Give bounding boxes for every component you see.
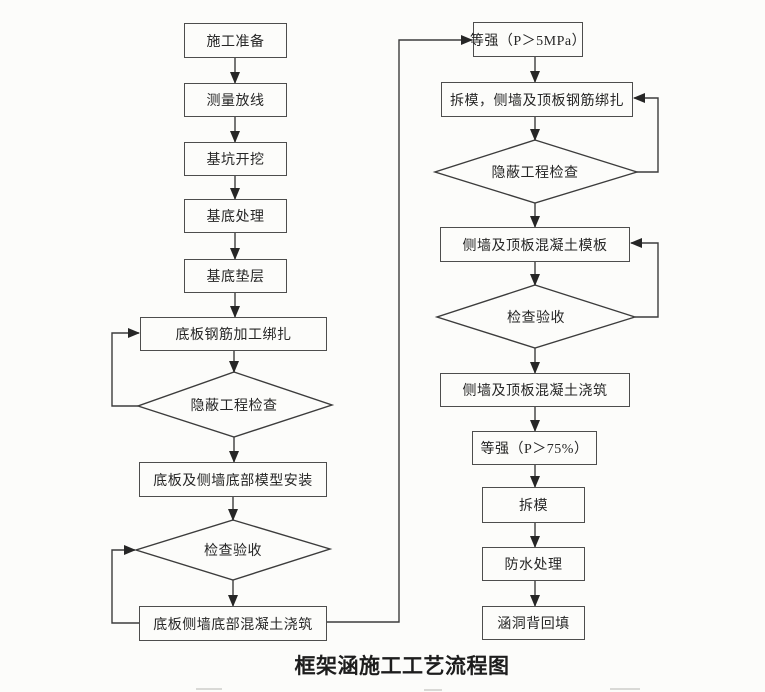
node-foundation-cushion: 基底垫层 [184,259,287,293]
node-wait-strength-75pct: 等强（P＞75%） [472,431,597,465]
node-bottom-concrete-pour: 底板侧墙底部混凝土浇筑 [139,606,327,641]
label-inspection-accept-1: 检查验收 [204,544,262,559]
flow-arrows [111,35,659,624]
label-hidden-work-check-1: 隐蔽工程检查 [190,399,278,414]
node-culvert-back-backfill: 涵洞背回填 [482,606,585,640]
node-survey-layout: 测量放线 [184,83,287,117]
connector-left-to-right-column [327,35,473,623]
scan-artifact [610,688,640,690]
node-pit-excavation: 基坑开挖 [184,142,287,176]
node-construction-prep: 施工准备 [184,23,287,58]
node-waterproofing: 防水处理 [482,547,585,581]
node-demold-wall-roof-rebar: 拆模，侧墙及顶板钢筋绑扎 [441,82,633,117]
node-wall-roof-concrete-pour: 侧墙及顶板混凝土浇筑 [440,373,630,407]
node-demold: 拆模 [482,487,585,523]
loop-hidden-check-2-to-demold-rebar [633,93,659,173]
node-wait-strength-5mpa: 等强（P＞5MPa） [470,22,586,57]
diagram-title: 框架涵施工工艺流程图 [294,654,510,678]
node-bottom-slab-rebar: 底板钢筋加工绑扎 [140,317,327,351]
scan-artifact [196,688,222,690]
loop-concrete-pour-to-inspection-1 [111,545,139,624]
node-foundation-treatment: 基底处理 [184,199,287,233]
loop-inspection-2-to-formwork [630,238,659,318]
loop-hidden-check-1-to-rebar [111,328,140,407]
scan-artifact [424,689,442,691]
node-bottom-formwork-install: 底板及侧墙底部模型安装 [139,462,327,497]
label-inspection-accept-2: 检查验收 [507,311,565,326]
label-hidden-work-check-2: 隐蔽工程检查 [491,166,579,181]
node-wall-roof-formwork: 侧墙及顶板混凝土模板 [440,227,630,262]
